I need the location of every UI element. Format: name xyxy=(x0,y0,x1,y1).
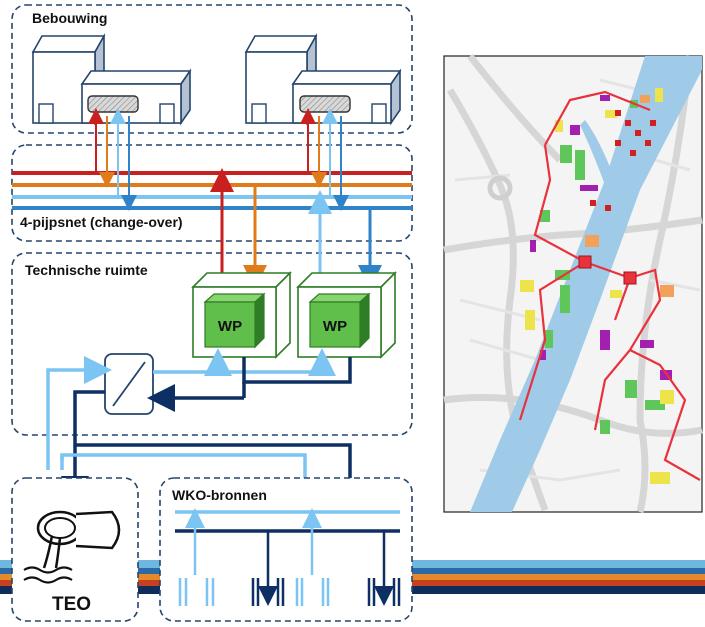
wko-wells xyxy=(178,578,401,606)
wko-title: WKO-bronnen xyxy=(172,487,267,503)
district-map xyxy=(443,53,703,513)
heat-exchanger xyxy=(104,353,154,415)
heat-pump-2-label: WP xyxy=(323,318,347,335)
building-supply-lines xyxy=(88,108,349,211)
four-pipe-network-title: 4-pijpsnet (change-over) xyxy=(20,214,183,230)
technical-room-lines xyxy=(46,348,364,545)
buildings-section: Bebouwing xyxy=(11,4,413,134)
heat-pump-1-label: WP xyxy=(218,318,242,335)
building-2 xyxy=(244,32,402,126)
wko-section: WKO-bronnen xyxy=(159,477,413,622)
four-pipe-network-section: 4-pijpsnet (change-over) xyxy=(11,144,413,242)
technical-room-title: Technische ruimte xyxy=(25,262,148,278)
heat-pump-1: WP xyxy=(191,271,292,359)
teo-label: TEO xyxy=(52,594,91,615)
water-intake-pipe-icon xyxy=(23,510,121,584)
heat-pump-network-lines xyxy=(210,168,382,289)
teo-section: TEO xyxy=(11,477,139,622)
buildings-title: Bebouwing xyxy=(32,10,107,26)
heat-pump-2: WP xyxy=(296,271,397,359)
